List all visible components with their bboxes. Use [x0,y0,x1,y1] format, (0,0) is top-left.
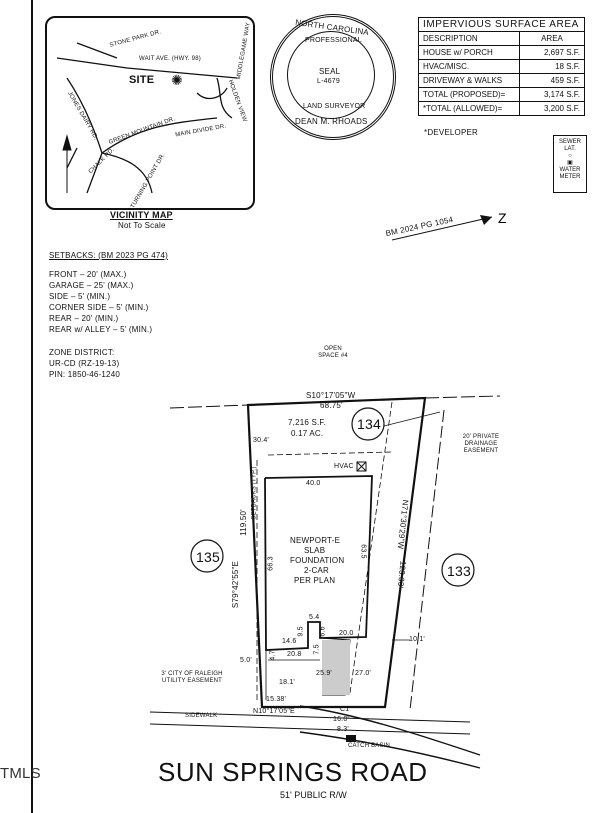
left-line-distance: 119.50' [238,509,248,536]
lot-133-circle [441,553,475,587]
lot-area-sf: 7,216 S.F. [288,418,327,427]
setback-line: CORNER SIDE – 5' (MIN.) [49,303,149,312]
house-note-line: SLAB [304,546,326,555]
right-of-way: 51' PUBLIC R/W [280,790,347,800]
seal-ring-bottom2: LAND SURVEYOR [303,103,366,110]
developer-note: *DEVELOPER [424,128,479,137]
survey-sheet [31,0,605,813]
lot-area-ac: 0.17 AC. [291,429,324,438]
vicinity-map-title: VICINITY MAP [110,210,173,220]
dim-18-1: 18.1' [279,679,295,686]
sewer-icon: ○ [568,153,572,159]
lot-number-134: 134 [357,416,381,432]
road-wait-ave: WAIT AVE. (HWY. 98) [139,56,201,62]
water-label: WATER METER [559,167,581,180]
road-name: SUN SPRINGS ROAD [158,757,428,787]
house-note-line: 2-CAR [304,566,330,575]
front-distance: 15.38' [266,696,287,703]
setback-line: REAR – 20' (MIN.) [49,314,119,323]
seal-ring-bottom: DEAN M. RHOADS [295,117,368,126]
site-label: SITE [129,74,155,86]
dim-25-9: 25.9' [316,670,332,677]
utility-easement-label: 3' CITY OF RALEIGH UTILITY EASEMENT [161,671,223,684]
dim-6-6: 6.6 [319,626,327,637]
house-left-dim: 66.3 [267,556,275,571]
house-note-line: FOUNDATION [290,556,345,565]
setback-line: GARAGE – 25' (MAX.) [49,281,134,290]
rear-setback-dim: 30.4' [253,437,269,444]
house-note-line: NEWPORT-E [290,536,341,545]
setback-line: SIDE – 5' (MIN.) [49,292,111,301]
seal-number: L-4679 [317,78,340,85]
vicinity-map: SITE ✺ STONE PARK DR. WAIT AVE. (HWY. 98… [45,16,255,210]
vicinity-map-subtitle: Not To Scale [118,221,166,230]
house-note-line: PER PLAN [294,576,336,585]
lot-134-circle [351,407,385,441]
vicinity-map-roads [56,42,238,194]
drainage-easement-label: 20' PRIVATE DRAINAGE EASEMENT [462,434,500,454]
utility-legend: SEWER LAT. ○ ▣ WATER METER [553,135,587,193]
dim-7-5: 7.5 [313,644,321,655]
setback-line: FRONT – 20' (MAX.) [49,270,127,279]
dim-20-8: 20.8 [287,651,302,658]
site-marker-icon: ✺ [171,72,183,88]
mls-watermark: ТMLS [0,765,41,782]
seal-center: SEAL [319,67,341,76]
curve-c1: C1 [340,706,350,713]
dim-14-6: 14.6 [282,638,297,645]
dim-20-0: 20.0 [339,630,354,637]
north-arrow-icon: Z [392,210,507,241]
front-bearing: N10°17'05"E [253,708,295,715]
house-width: 40.0 [306,480,321,487]
zone-line: ZONE DISTRICT: [49,348,115,357]
open-space-label: OPEN SPACE #4 [318,346,348,359]
setback-line: REAR w/ ALLEY – 5' (MIN.) [49,325,153,334]
left-line-bearing: S79°42'55"E [231,560,241,609]
svg-text:Z: Z [498,210,507,226]
dim-5-0: 5.0' [240,657,252,664]
hvac-label: HVAC [334,463,354,470]
dim-16-0: 16.0' [333,716,349,723]
sewer-label: SEWER LAT. [558,139,581,152]
dim-4-7: 4.7 [269,650,277,661]
rear-distance: 68.75' [320,401,343,410]
dim-9-5: 9.5 [297,626,305,637]
rear-bearing: S10°17'05"W [306,391,356,400]
catch-basin-label: CATCH BASIN [348,743,391,749]
lot-135-circle [190,539,224,573]
water-meter-icon: ▣ [567,160,573,166]
dim-27-0: 27.0' [355,670,371,677]
dim-5-4: 5.4 [309,614,320,621]
dim-10-1: 10.1' [409,636,425,643]
table-cell: 3,200 S.F. [519,101,585,116]
house-right-dim: 63.5 [359,544,367,559]
driveway [322,640,350,695]
seal-ring-mid: PROFESSIONAL [305,37,362,44]
setbacks-title: SETBACKS: (BM 2023 PG 474) [49,251,169,260]
zone-line: PIN: 1850-46-1240 [49,370,121,379]
surveyor-seal: NORTH CAROLINA PROFESSIONAL SEAL L-4679 … [270,14,396,140]
zone-line: UR-CD (RZ-19-13) [49,359,120,368]
sidewalk-label: SIDEWALK [185,713,218,719]
catch-basin-symbol [346,735,356,742]
dim-8-3: 8.3' [337,726,349,733]
lot-number-135: 135 [196,549,220,565]
lot-number-133: 133 [447,563,471,579]
setbacks-typ-label: SETBACKS (TYP.) [251,466,258,520]
